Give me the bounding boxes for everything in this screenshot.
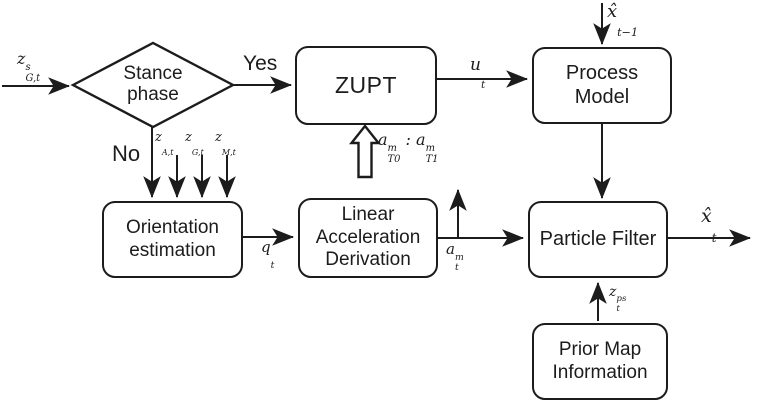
label-state-estimate: x̂ t — [701, 205, 717, 246]
node-process-model: Process Model — [532, 47, 672, 124]
node-prior-map-information-label: Prior Map Information — [552, 339, 648, 383]
stance-phase-diamond-shape — [70, 41, 236, 129]
node-prior-map-information: Prior Map Information — [532, 323, 668, 400]
label-mag-measurement: z M,t — [215, 130, 236, 157]
node-stance-phase-label: Stance phase — [123, 63, 183, 106]
node-zupt-label: ZUPT — [334, 71, 398, 98]
node-orientation-estimation: Orientation estimation — [102, 201, 243, 278]
node-orientation-estimation-label: Orientation estimation — [126, 217, 219, 261]
label-gyro-measurement: z G,t — [185, 130, 204, 157]
branch-label-no: No — [112, 141, 141, 166]
node-zupt: ZUPT — [295, 46, 437, 125]
label-prev-state-estimate: x̂ t−1 — [607, 1, 639, 40]
node-linear-acceleration-derivation: Linear Acceleration Derivation — [298, 198, 438, 278]
node-linear-acceleration-derivation-label: Linear Acceleration Derivation — [315, 204, 421, 271]
label-quaternion: q t — [261, 238, 275, 271]
node-particle-filter-label: Particle Filter — [539, 227, 657, 250]
label-control-input: u t — [470, 55, 486, 92]
block-arrow-accel-window-to-zupt — [349, 124, 381, 179]
branch-label-yes: Yes — [243, 52, 278, 75]
node-stance-phase: Stance phase — [108, 63, 198, 106]
node-process-model-label: Process Model — [565, 61, 639, 108]
label-accel-measurement: z A,t — [155, 130, 174, 157]
node-particle-filter: Particle Filter — [528, 201, 668, 278]
